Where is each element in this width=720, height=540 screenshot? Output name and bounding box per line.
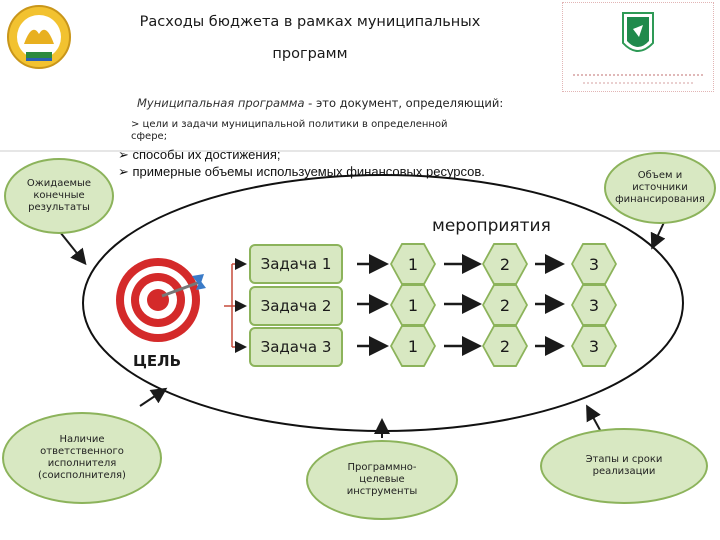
task-3: Задача 3 — [249, 327, 343, 367]
step-label: 3 — [573, 245, 615, 283]
ministry-logo — [562, 2, 714, 92]
bullet-3-text: примерные объемы используемых финансовых… — [132, 164, 485, 179]
program-definition: Муниципальная программа - это документ, … — [137, 96, 503, 110]
goal-label: ЦЕЛЬ — [133, 352, 182, 370]
bubble-stages: Этапы и сроки реализации — [540, 428, 708, 504]
step-label: 2 — [484, 286, 526, 324]
step-label: 3 — [573, 327, 615, 365]
checkmark-icon: ➢ — [118, 147, 133, 162]
step-label: 1 — [392, 286, 434, 324]
bubble-results: Ожидаемые конечные результаты — [4, 158, 114, 234]
bubble-tools: Программно-целевые инструменты — [306, 440, 458, 520]
step-label: 3 — [573, 286, 615, 324]
emblem-logo — [6, 4, 72, 70]
bullet-1: > цели и задачи муниципальной политики в… — [131, 119, 448, 130]
step-label: 2 — [484, 245, 526, 283]
program-definition-text: - это документ, определяющий: — [304, 96, 504, 110]
step-hexagon: 3 — [571, 325, 617, 367]
bubble-funding: Объем и источники финансирования — [604, 152, 716, 224]
step-hexagon: 2 — [482, 243, 528, 285]
step-hexagon: 1 — [390, 325, 436, 367]
page-title-line2: программ — [272, 46, 348, 62]
step-hexagon: 3 — [571, 284, 617, 326]
bullet-2: ➢ способы их достижения; — [118, 147, 281, 163]
step-hexagon: 1 — [390, 243, 436, 285]
target-icon — [116, 258, 206, 342]
task-2: Задача 2 — [249, 286, 343, 326]
checkmark-icon: ➢ — [118, 164, 133, 179]
step-label: 1 — [392, 327, 434, 365]
bullet-2-text: способы их достижения; — [132, 147, 281, 162]
activities-label: мероприятия — [432, 216, 551, 236]
bubble-responsible: Наличие ответственного исполнителя (соис… — [2, 412, 162, 504]
step-label: 2 — [484, 327, 526, 365]
step-label: 1 — [392, 245, 434, 283]
bullet-1-cont: сфере; — [131, 131, 168, 142]
page-title: Расходы бюджета в рамках муниципальных — [139, 14, 481, 30]
program-term: Муниципальная программа — [137, 96, 305, 110]
bullet-3: ➢ примерные объемы используемых финансов… — [118, 164, 485, 180]
task-1: Задача 1 — [249, 244, 343, 284]
step-hexagon: 3 — [571, 243, 617, 285]
